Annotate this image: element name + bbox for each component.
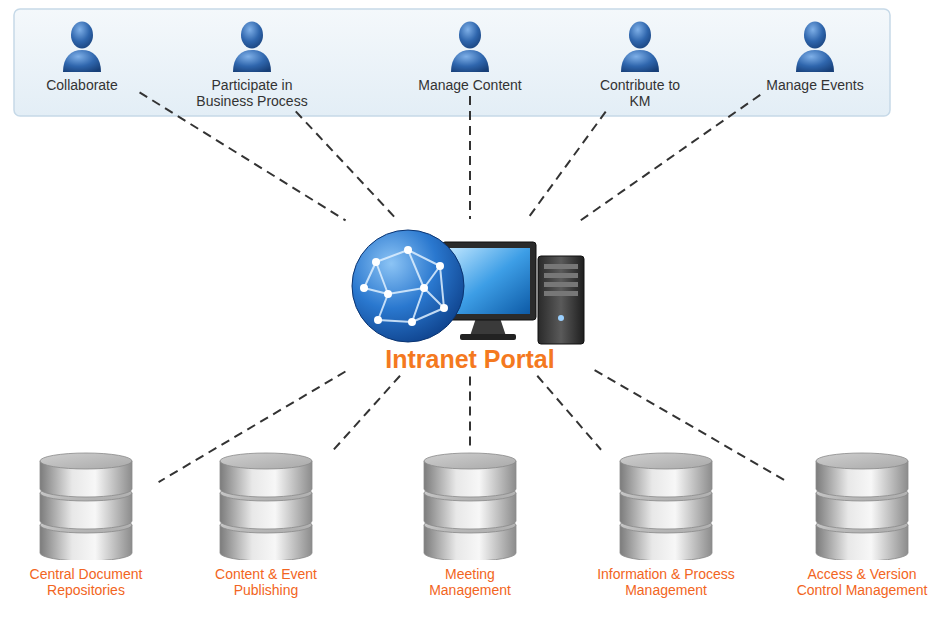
monitor-stand bbox=[470, 318, 506, 336]
globe-link bbox=[378, 294, 388, 320]
globe-link bbox=[440, 266, 444, 308]
store-label: Content & Event Publishing bbox=[204, 566, 328, 598]
database-icon bbox=[618, 452, 714, 560]
store-label: Central Document Repositories bbox=[16, 566, 156, 598]
database: Central Document Repositories bbox=[16, 452, 156, 598]
user-role: Contribute to KM bbox=[592, 20, 688, 109]
user-body bbox=[63, 50, 101, 72]
globe-dot bbox=[374, 316, 382, 324]
user-role: Manage Events bbox=[755, 20, 875, 93]
user-icon bbox=[60, 20, 104, 72]
globe bbox=[352, 230, 464, 342]
globe-dot bbox=[360, 284, 368, 292]
dashed-connector bbox=[469, 377, 471, 450]
globe-link bbox=[388, 288, 424, 294]
role-label: Participate in Business Process bbox=[191, 77, 313, 109]
dashed-connector bbox=[527, 112, 606, 220]
globe-link bbox=[376, 262, 388, 294]
dashed-connector bbox=[330, 376, 400, 454]
tower bbox=[538, 256, 584, 344]
database-top bbox=[424, 453, 516, 469]
tower-slot bbox=[544, 282, 578, 287]
user-role: Manage Content bbox=[405, 20, 535, 93]
globe-dot bbox=[440, 304, 448, 312]
database-icon bbox=[422, 452, 518, 560]
globe-link bbox=[408, 250, 424, 288]
globe-dot bbox=[436, 262, 444, 270]
user-icon bbox=[618, 20, 662, 72]
tower-slot bbox=[544, 273, 578, 278]
portal-hub: Intranet Portal bbox=[348, 222, 592, 374]
tower-light bbox=[558, 315, 564, 321]
user-body bbox=[796, 50, 834, 72]
user-head bbox=[804, 22, 826, 49]
database: Information & Process Management bbox=[591, 452, 741, 598]
tower-slot bbox=[544, 264, 578, 269]
role-label: Contribute to KM bbox=[592, 77, 688, 109]
globe-dot bbox=[372, 258, 380, 266]
globe-link bbox=[364, 262, 376, 288]
database-top bbox=[40, 453, 132, 469]
dashed-connector bbox=[140, 92, 346, 220]
user-icon bbox=[230, 20, 274, 72]
role-label: Manage Events bbox=[766, 77, 863, 93]
role-label: Manage Content bbox=[418, 77, 522, 93]
database-icon bbox=[814, 452, 910, 560]
globe-link bbox=[378, 320, 412, 322]
user-head bbox=[459, 22, 481, 49]
globe-dot bbox=[384, 290, 392, 298]
database: Meeting Management bbox=[418, 452, 522, 598]
database-icon bbox=[38, 452, 134, 560]
user-body bbox=[621, 50, 659, 72]
user-role: Collaborate bbox=[27, 20, 137, 93]
database-top bbox=[620, 453, 712, 469]
database: Access & Version Control Management bbox=[791, 452, 933, 598]
user-head bbox=[241, 22, 263, 49]
globe-dot bbox=[420, 284, 428, 292]
user-panel bbox=[14, 9, 890, 116]
globe-link bbox=[412, 308, 444, 322]
role-label: Collaborate bbox=[46, 77, 118, 93]
database-top bbox=[816, 453, 908, 469]
store-label: Information & Process Management bbox=[591, 566, 741, 598]
database-top bbox=[220, 453, 312, 469]
user-body bbox=[233, 50, 271, 72]
portal-icon bbox=[348, 222, 592, 346]
dashed-connector bbox=[581, 95, 760, 220]
dashed-connector bbox=[296, 111, 397, 219]
user-head bbox=[71, 22, 93, 49]
user-icon bbox=[793, 20, 837, 72]
database: Content & Event Publishing bbox=[204, 452, 328, 598]
dashed-connector bbox=[537, 376, 601, 450]
store-label: Meeting Management bbox=[418, 566, 522, 598]
dashed-connector bbox=[159, 372, 346, 483]
monitor-base bbox=[460, 334, 516, 340]
user-icon bbox=[448, 20, 492, 72]
tower-slot bbox=[544, 291, 578, 296]
user-head bbox=[629, 22, 651, 49]
globe-link bbox=[424, 266, 440, 288]
portal-title: Intranet Portal bbox=[385, 346, 554, 374]
globe-link bbox=[424, 288, 444, 308]
dashed-connector bbox=[469, 96, 471, 219]
globe-dot bbox=[404, 246, 412, 254]
globe-dot bbox=[408, 318, 416, 326]
user-role: Participate in Business Process bbox=[191, 20, 313, 109]
globe-link bbox=[376, 250, 408, 262]
database-icon bbox=[218, 452, 314, 560]
user-body bbox=[451, 50, 489, 72]
store-label: Access & Version Control Management bbox=[791, 566, 933, 598]
